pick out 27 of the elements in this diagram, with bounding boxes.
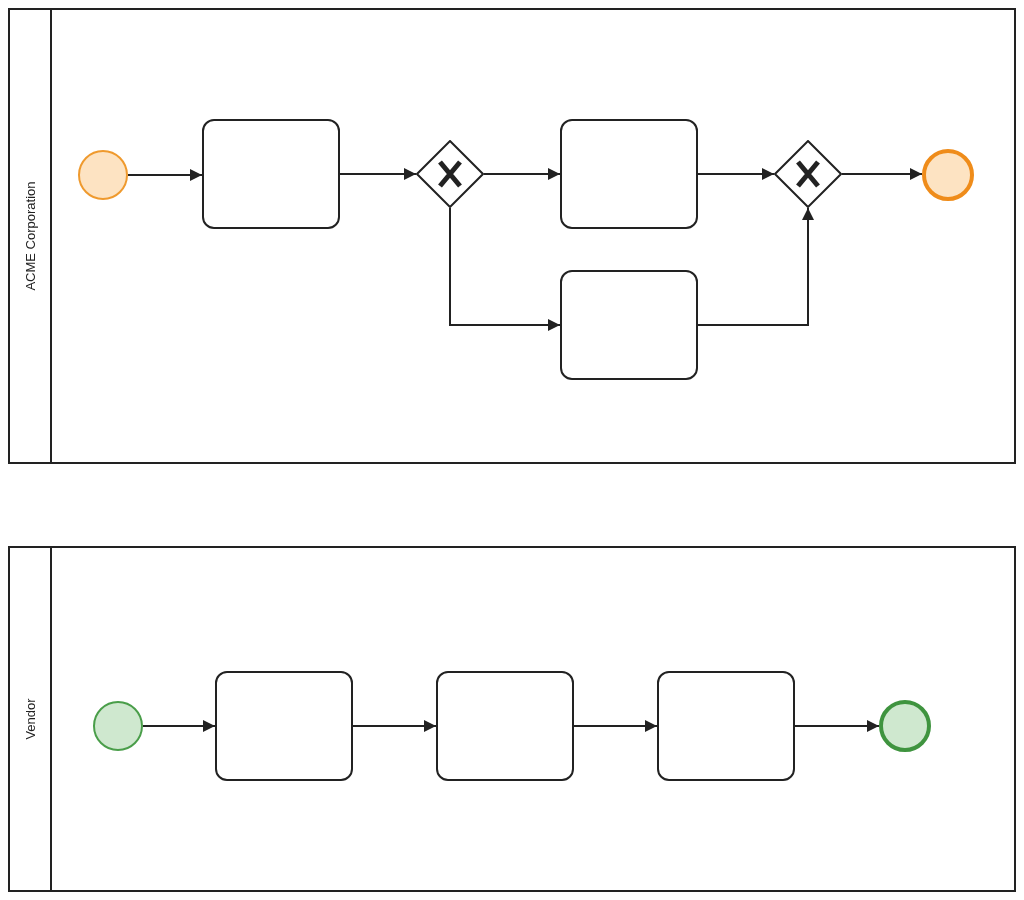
sequence-flow-arrow <box>449 207 561 331</box>
sequence-flow-arrow <box>794 720 880 732</box>
task-box <box>560 119 698 229</box>
sequence-flow-arrow <box>352 720 437 732</box>
sequence-flow-arrow <box>127 169 203 181</box>
sequence-flow-arrow <box>573 720 658 732</box>
task-box <box>436 671 574 781</box>
end-event-circle <box>922 149 974 201</box>
sequence-flow-arrow <box>142 720 216 732</box>
sequence-flow-arrow <box>697 207 814 326</box>
sequence-flow-arrow <box>483 168 561 180</box>
end-event-circle <box>879 700 931 752</box>
start-event-circle <box>93 701 143 751</box>
task-box <box>202 119 340 229</box>
task-box <box>215 671 353 781</box>
lane-label: ACME Corporation <box>22 181 38 291</box>
exclusive-gateway <box>774 140 842 208</box>
sequence-flow-arrow <box>841 168 923 180</box>
start-event-circle <box>78 150 128 200</box>
lane-label: Vendor <box>22 698 38 740</box>
task-box <box>657 671 795 781</box>
task-box <box>560 270 698 380</box>
pool-lane <box>8 546 1016 892</box>
sequence-flow-arrow <box>697 168 775 180</box>
pool-lane <box>8 8 1016 464</box>
exclusive-gateway <box>416 140 484 208</box>
sequence-flow-arrow <box>339 168 417 180</box>
